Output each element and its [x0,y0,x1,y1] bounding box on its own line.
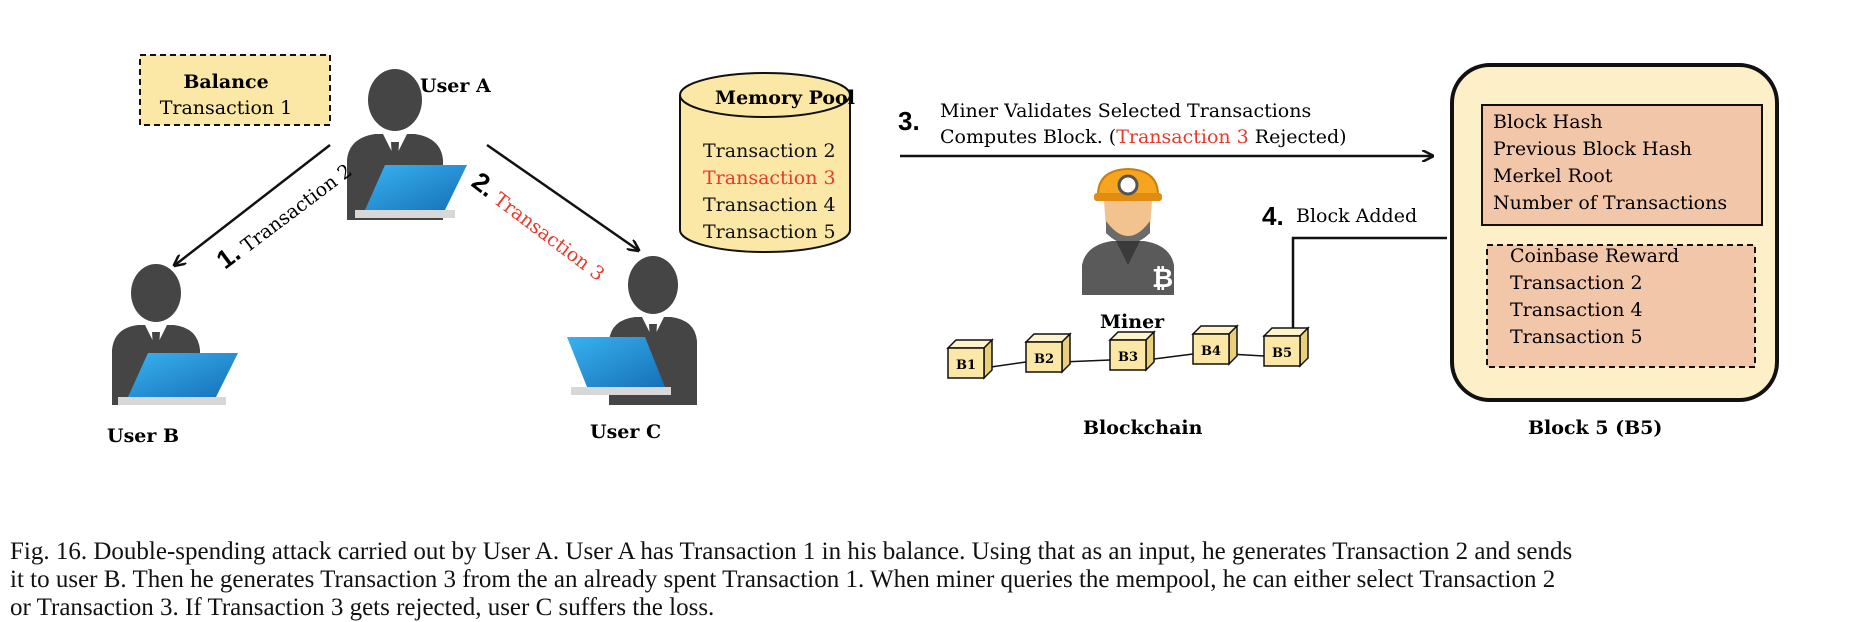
chain-block-label: B3 [1118,350,1138,365]
bitcoin-symbol: ₿ [1152,263,1173,293]
block-5-title: Block 5 (B5) [1528,417,1662,439]
block-header-field: Number of Transactions [1493,192,1727,214]
user-c-label: User C [590,421,661,443]
block-header-field: Block Hash [1493,111,1603,133]
edge-to-b-label: Transaction 2 [237,160,356,257]
block-body-item: Transaction 5 [1510,326,1643,348]
block-body [1486,244,1756,368]
arrow-a-to-c [486,143,638,250]
edge-label-to-c: 2. Transaction 3 [466,166,608,286]
chain-block-label: B2 [1034,352,1054,367]
block-body-item: Transaction 2 [1510,272,1643,294]
memory-pool-item: Transaction 5 [703,221,836,243]
edge-label-to-b: 1. Transaction 2 [211,160,357,275]
user-c-icon [567,256,697,405]
arrow-block-added [1293,236,1447,353]
figure-caption: Fig. 16. Double-spending attack carried … [10,538,1840,622]
user-b-icon [112,264,238,405]
chain-block-label: B5 [1272,346,1292,361]
step-3-line-1: Miner Validates Selected Transactions [940,100,1311,122]
user-a-icon [347,69,467,220]
chain-block [1191,324,1239,366]
balance-title: Balance [183,71,268,93]
chain-block-label: B4 [1201,344,1221,359]
user-a-label: User A [420,75,491,97]
edge-to-c-label: Transaction 3 [489,188,608,285]
step-4-number: 4. [1262,201,1284,231]
chain-block-label: B1 [956,358,976,373]
memory-pool-item: Transaction 3 [703,167,836,189]
miner-icon: ₿ [1082,167,1174,295]
chain-block [946,338,994,380]
caption-line-1: Fig. 16. Double-spending attack carried … [10,538,1573,565]
block-header-field: Previous Block Hash [1493,138,1692,160]
memory-pool-title: Memory Pool [715,87,855,109]
arrow-a-to-b [175,144,331,265]
balance-box: Balance Transaction 1 [139,54,331,126]
block-header [1481,104,1763,226]
chain-block [1108,330,1156,372]
chain-block [1024,332,1072,374]
blockchain-label: Blockchain [1083,417,1203,439]
block-body-item: Transaction 4 [1510,299,1643,321]
step-3-line-2: Computes Block. (Transaction 3 Rejected) [940,126,1347,148]
step-4-label: Block Added [1296,205,1417,227]
caption-line-2: it to user B. Then he generates Transact… [10,566,1556,593]
block-body-item: Coinbase Reward [1510,245,1679,267]
diagram: Balance Transaction 1 User A User B User… [107,54,1779,447]
step-3-number: 3. [898,106,920,136]
memory-pool-item: Transaction 2 [703,140,836,162]
balance-item: Transaction 1 [160,97,293,119]
user-b-label: User B [107,425,179,447]
block-header-field: Merkel Root [1493,165,1613,187]
memory-pool: Memory Pool Transaction 2 Transaction 3 Tr… [679,72,855,253]
memory-pool-item: Transaction 4 [703,194,836,216]
chain-block [1262,326,1310,368]
caption-line-3: or Transaction 3. If Transaction 3 gets … [10,594,715,621]
miner-label: Miner [1100,311,1165,333]
blockchain: B1 B2 B3 B4 B5 [946,324,1310,380]
